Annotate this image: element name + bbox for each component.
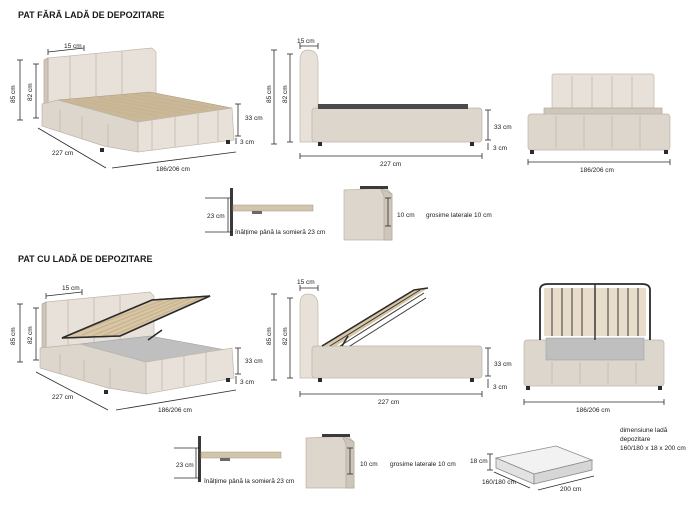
side-panel-detail-row2 [305,434,355,489]
dim-length: 227 cm [52,150,73,157]
dim-lines-row1-side [271,43,491,159]
storage-box-detail [487,445,595,491]
caption-box-line3: 160/180 x 18 x 200 cm [620,445,686,452]
dim-side-height: 33 cm [245,115,263,122]
bed-front-view-without-storage [527,73,671,154]
dim-width-front: 186/206 cm [580,167,614,174]
dim-headboard-height: 82 cm [27,83,34,101]
dim-headboard-thickness-r2: 15 cm [62,285,80,292]
dim-box-height: 18 cm [470,458,488,465]
caption-side-thickness: grosime laterale 10 cm [426,212,492,219]
dim-headboard-thickness-side-r2: 15 cm [297,279,315,286]
dim-slat-height-r2: 23 cm [176,462,194,469]
section-title-without-storage: PAT FĂRĂ LADĂ DE DEPOZITARE [18,10,165,20]
dim-length-side: 227 cm [380,161,401,168]
dim-leg-height-side-r2: 3 cm [493,384,507,391]
dim-width-front-r2: 186/206 cm [576,407,610,414]
side-panel-detail-row1 [343,186,393,241]
dim-headboard-height-side-r2: 82 cm [282,327,289,345]
bed-front-view-with-storage [523,283,665,390]
dim-side-thickness-r2: 10 cm [360,461,378,468]
slat-height-detail-row1 [205,188,314,236]
dim-total-height-r2: 85 cm [10,327,17,345]
dim-leg-height-r2: 3 cm [240,379,254,386]
bed-side-view-without-storage [299,49,483,146]
dim-headboard-thickness-side: 15 cm [297,38,315,45]
dim-slat-height: 23 cm [207,213,225,220]
dim-lines-row2-side [271,285,491,397]
dim-side-height-side: 33 cm [494,124,512,131]
dim-width: 186/206 cm [156,166,190,173]
bed-side-view-with-storage [299,287,483,382]
dim-length-side-r2: 227 cm [378,399,399,406]
dim-side-height-r2: 33 cm [245,358,263,365]
dim-total-height: 85 cm [10,85,17,103]
caption-box-line1: dimensiune ladă [620,427,668,434]
dim-lines-row1-perspective [17,45,241,169]
dim-total-height-side-r2: 85 cm [266,327,273,345]
dim-box-width: 160/180 cm [482,479,516,486]
caption-slat-height: înălțime până la somieră 23 cm [234,229,325,236]
dim-length-r2: 227 cm [52,394,73,401]
dim-lines-row1-front [527,159,671,165]
dim-leg-height-side: 3 cm [493,145,507,152]
dim-width-r2: 186/206 cm [158,407,192,414]
dim-side-height-side-r2: 33 cm [494,361,512,368]
bed-perspective-with-storage [39,291,235,395]
dim-headboard-height-side: 82 cm [282,85,289,103]
dim-headboard-height-r2: 82 cm [27,326,34,344]
slat-height-detail-row2 [174,436,282,482]
dim-leg-height: 3 cm [240,139,254,146]
dim-headboard-thickness: 15 cm [64,43,82,50]
dim-total-height-side: 85 cm [266,85,273,103]
bed-perspective-without-storage [41,47,235,153]
caption-side-thickness-r2: grosime laterale 10 cm [390,461,456,468]
caption-box-line2: depozitare [620,436,651,443]
dim-box-length: 200 cm [560,486,581,493]
dim-lines-row2-front [523,399,665,405]
dim-side-thickness: 10 cm [397,212,415,219]
section-title-with-storage: PAT CU LADĂ DE DEPOZITARE [18,254,153,264]
dim-lines-row2-perspective [17,289,241,411]
caption-slat-height-r2: înălțime până la somieră 23 cm [203,478,294,485]
